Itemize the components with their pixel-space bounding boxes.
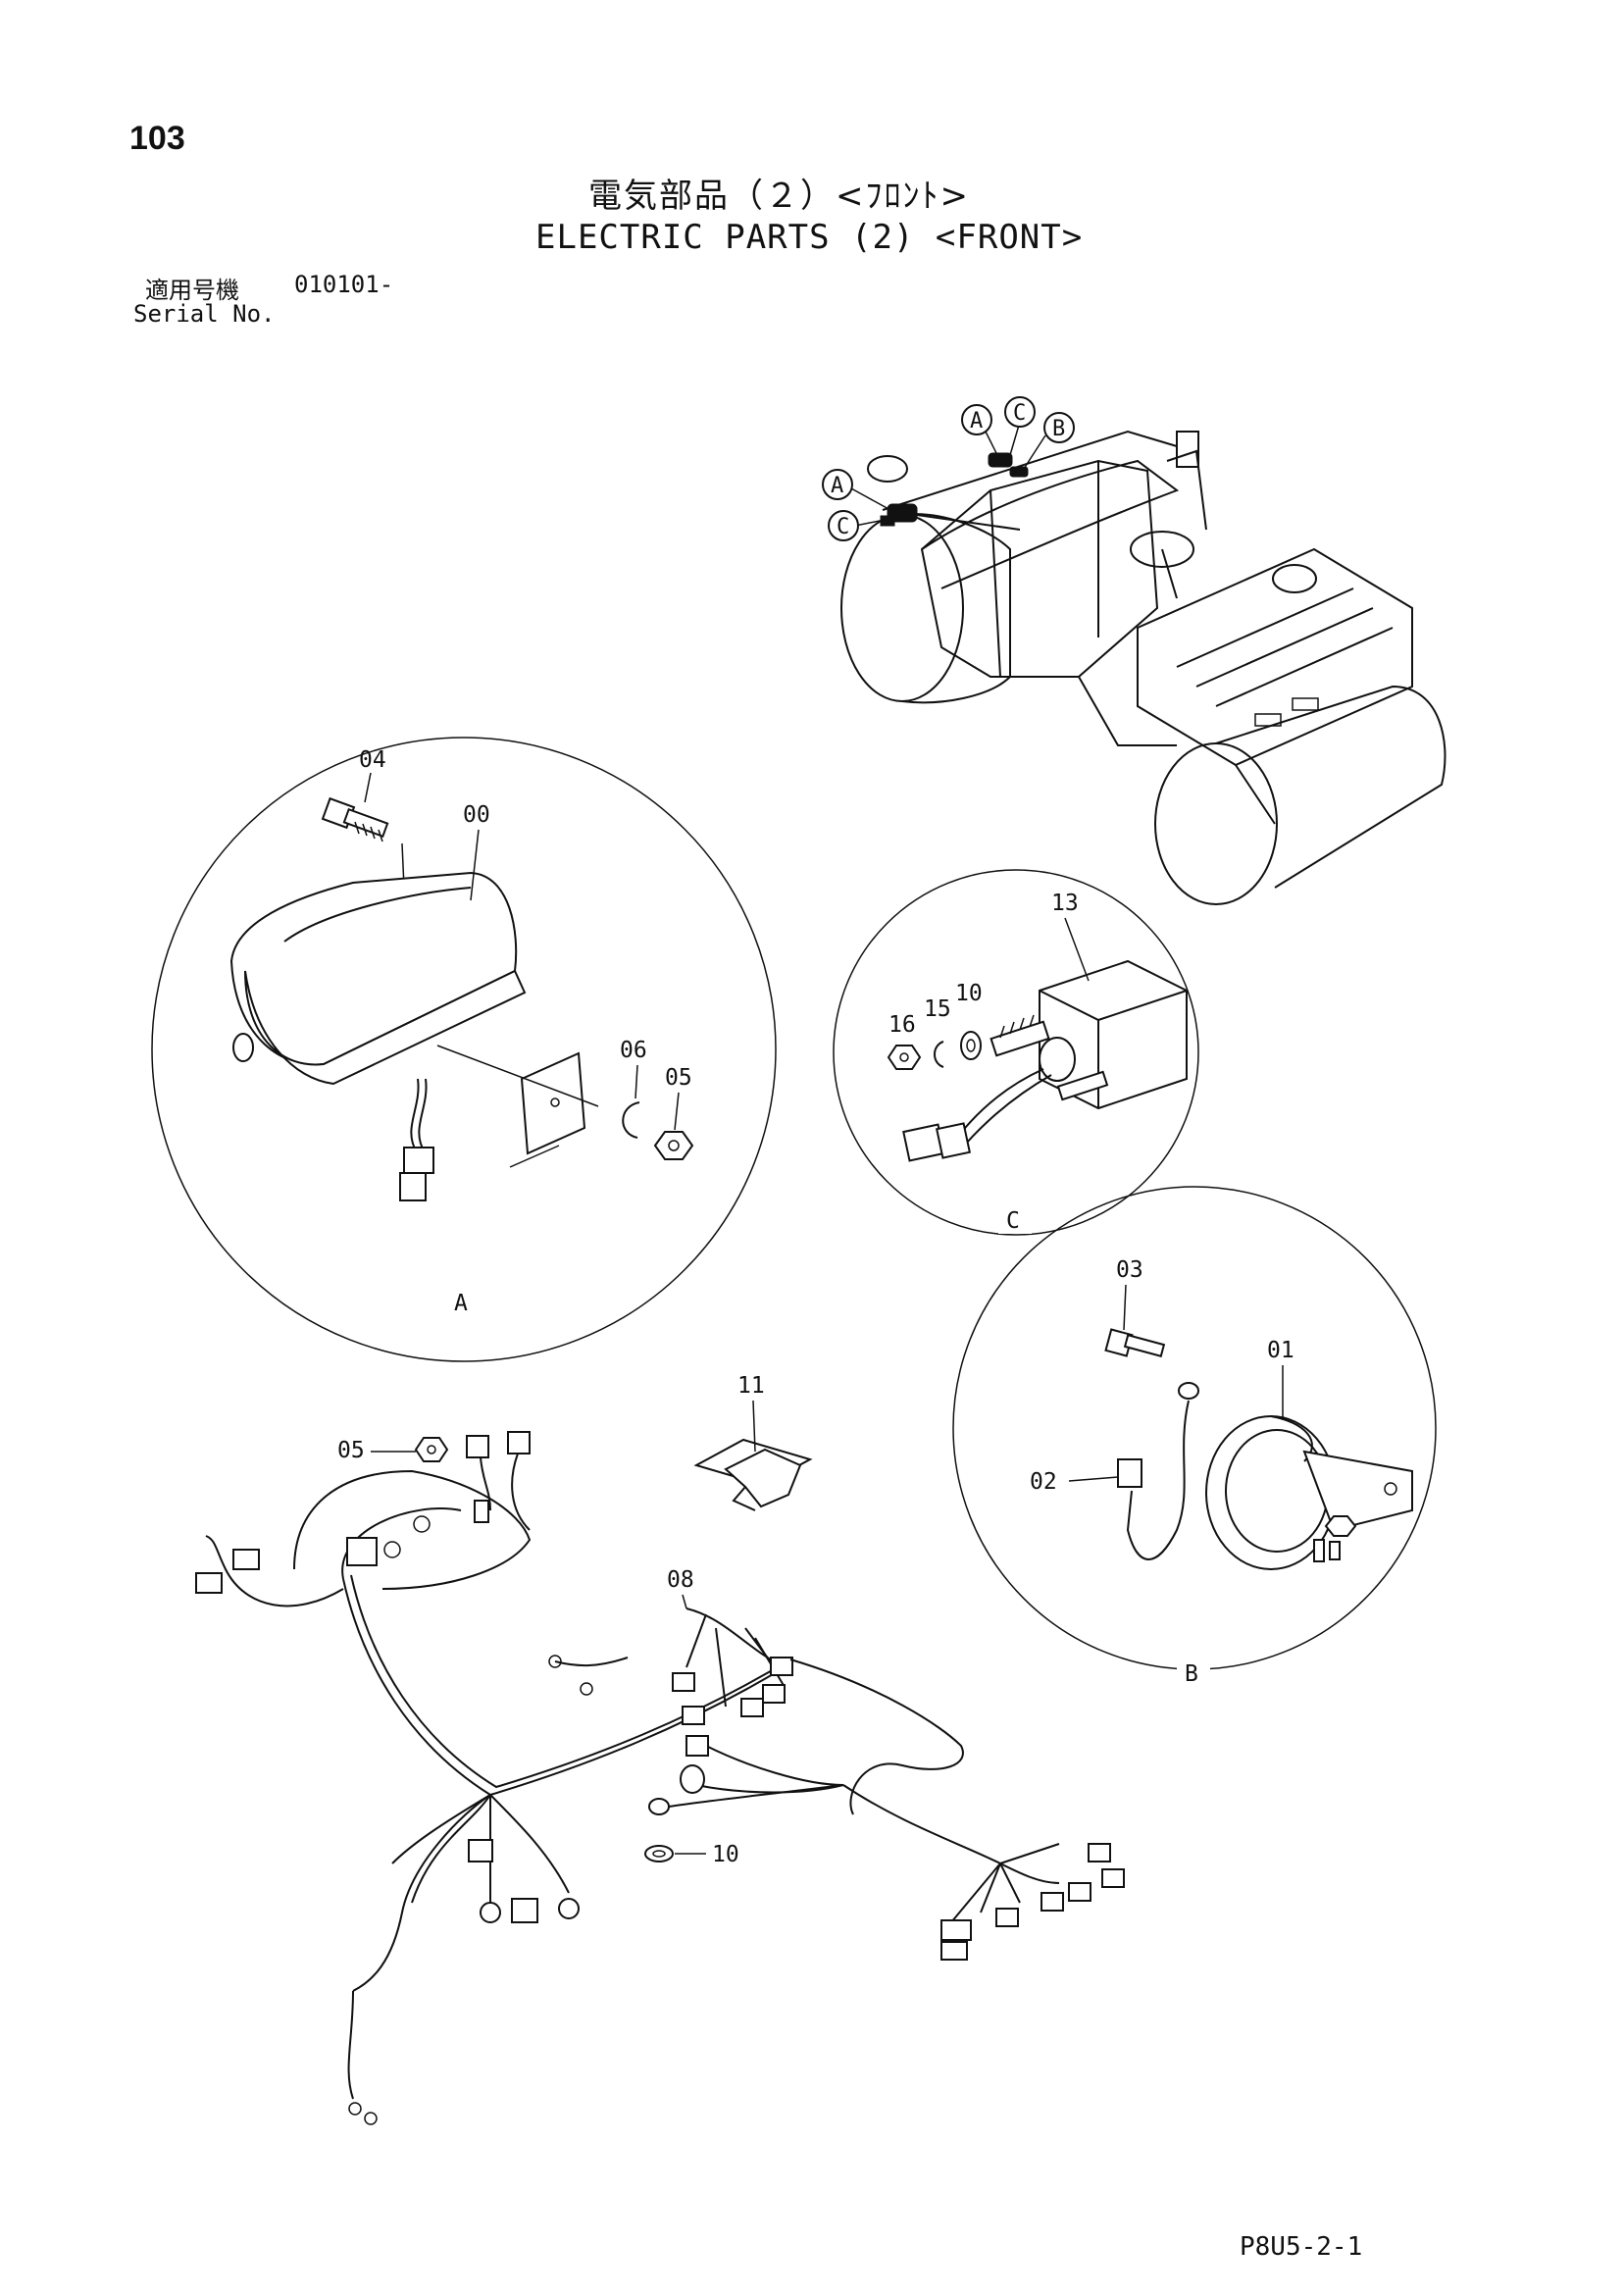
drawing-code: P8U5-2-1 bbox=[1240, 2232, 1363, 2262]
nut-icon bbox=[887, 1045, 922, 1070]
part-06-label: 06 bbox=[620, 1038, 647, 1063]
machine-callout-b-top: B bbox=[1052, 417, 1065, 441]
machine-callout-c-side: C bbox=[837, 515, 849, 539]
part-02-label: 02 bbox=[1030, 1469, 1057, 1495]
part-16-label: 16 bbox=[888, 1012, 916, 1038]
nut-icon bbox=[653, 1131, 694, 1160]
detail-a-label: A bbox=[454, 1291, 468, 1316]
bolt-icon bbox=[321, 796, 389, 842]
serial-label-japanese: 適用号機 bbox=[145, 277, 239, 304]
detail-b-label: B bbox=[1185, 1661, 1198, 1687]
part-10-label: 10 bbox=[712, 1842, 739, 1867]
part-04-label: 04 bbox=[359, 747, 386, 773]
part-00-label: 00 bbox=[463, 802, 490, 828]
clip-part: 11 bbox=[693, 1373, 813, 1511]
part-11-label: 11 bbox=[737, 1373, 765, 1399]
work-lamp-icon bbox=[229, 871, 527, 1086]
part-05-label-detail: 05 bbox=[665, 1065, 692, 1091]
machine-callout-a-side: A bbox=[831, 474, 843, 498]
part-05-label: 05 bbox=[337, 1438, 365, 1463]
part-15-label: 15 bbox=[924, 996, 951, 1022]
horn-icon bbox=[1205, 1415, 1413, 1570]
detail-view-a: A 04 00 06 bbox=[151, 737, 777, 1362]
machine-illustration: A C B A C bbox=[822, 396, 1446, 905]
part-08-label: 08 bbox=[667, 1567, 694, 1593]
title-english: ELECTRIC PARTS (2) <FRONT> bbox=[535, 218, 1084, 257]
part-01-label: 01 bbox=[1267, 1338, 1294, 1363]
wiring-harness: 08 10 bbox=[195, 1431, 1125, 2125]
part-10-label-detail: 10 bbox=[955, 981, 983, 1006]
machine-callout-a-top: A bbox=[970, 409, 983, 434]
nut-part: 05 bbox=[337, 1437, 449, 1463]
title-japanese: 電気部品（２）<ﾌﾛﾝﾄ> bbox=[588, 177, 970, 216]
part-13-label: 13 bbox=[1051, 891, 1079, 916]
detail-c-label: C bbox=[1006, 1208, 1020, 1234]
page-number: 103 bbox=[129, 120, 185, 157]
part-03-label: 03 bbox=[1116, 1257, 1143, 1283]
machine-callout-c-top: C bbox=[1013, 401, 1026, 426]
serial-label-english: Serial No. bbox=[133, 300, 276, 328]
detail-view-b: B 03 01 02 bbox=[952, 1186, 1437, 1687]
detail-view-c: C 13 16 15 10 bbox=[833, 869, 1199, 1236]
serial-range: 010101- bbox=[294, 271, 394, 298]
bolt-icon bbox=[1104, 1328, 1166, 1357]
relay-icon bbox=[990, 959, 1188, 1110]
